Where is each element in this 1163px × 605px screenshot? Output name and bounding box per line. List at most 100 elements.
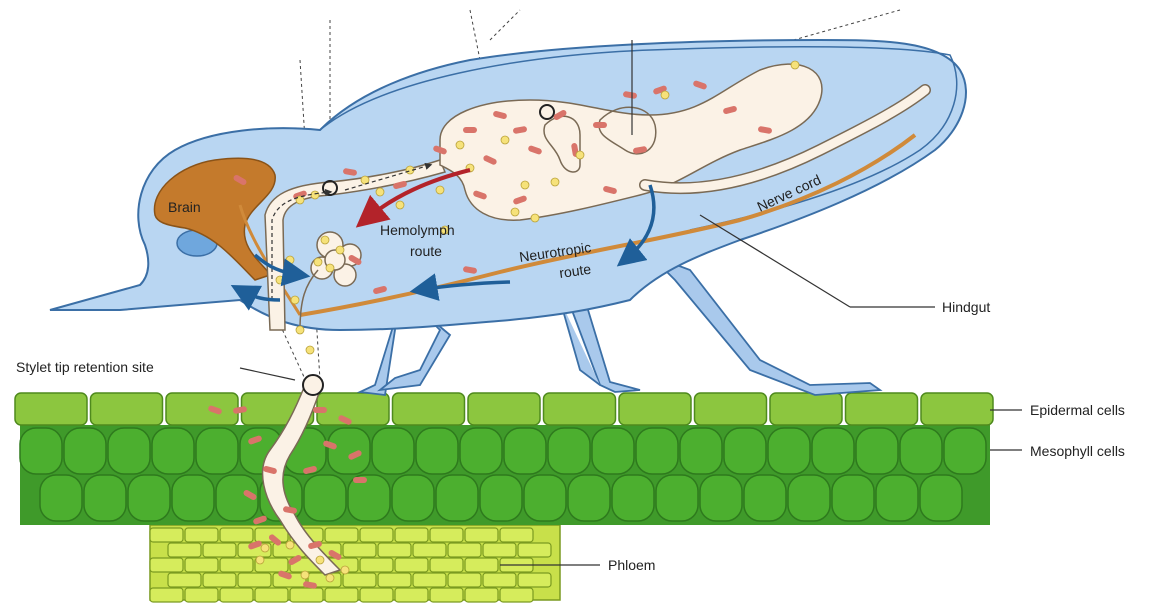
virus-rod xyxy=(593,122,607,128)
virus-particle xyxy=(306,346,314,354)
epidermal-cells-label: Epidermal cells xyxy=(1030,402,1125,418)
virus-particle xyxy=(501,136,509,144)
mesophyll-cell xyxy=(856,428,898,474)
mesophyll-cell xyxy=(196,428,238,474)
mesophyll-cell xyxy=(152,428,194,474)
mesophyll-cell xyxy=(524,475,566,521)
phloem-cell xyxy=(430,588,463,602)
virus-particle xyxy=(296,326,304,334)
phloem-cell xyxy=(343,573,376,587)
virus-particle xyxy=(291,296,299,304)
phloem-cell xyxy=(203,573,236,587)
phloem-cell xyxy=(483,543,516,557)
mesophyll-cell xyxy=(372,428,414,474)
phloem-cell xyxy=(465,528,498,542)
phloem-cell xyxy=(360,558,393,572)
virus-particle xyxy=(511,208,519,216)
phloem-cell xyxy=(430,558,463,572)
virus-particle xyxy=(531,214,539,222)
epidermal-cell xyxy=(393,393,465,425)
phloem-cell xyxy=(448,573,481,587)
mesophyll-cell xyxy=(128,475,170,521)
mesophyll-cell xyxy=(812,428,854,474)
virus-particle xyxy=(301,571,309,579)
epidermal-cell xyxy=(695,393,767,425)
mesophyll-layer xyxy=(20,425,990,525)
mesophyll-cell xyxy=(460,428,502,474)
filter-chamber-ring xyxy=(540,105,554,119)
virus-particle xyxy=(261,544,269,552)
phloem-cell xyxy=(500,588,533,602)
mesophyll-cell xyxy=(416,428,458,474)
hemolymph-route-label-2: route xyxy=(410,243,442,259)
virus-particle xyxy=(791,61,799,69)
hemolymph-route-label: Hemolymph xyxy=(380,222,455,238)
virus-particle xyxy=(456,141,464,149)
virus-particle xyxy=(521,181,529,189)
mesophyll-cell xyxy=(20,428,62,474)
phloem-tissue xyxy=(150,525,560,602)
brain-label: Brain xyxy=(168,199,201,215)
epidermal-cell xyxy=(468,393,540,425)
mesophyll-cell xyxy=(436,475,478,521)
phloem-cell xyxy=(483,573,516,587)
epidermal-cell xyxy=(544,393,616,425)
mesophyll-cell xyxy=(768,428,810,474)
mesophyll-cell xyxy=(656,475,698,521)
phloem-cell xyxy=(325,528,358,542)
virus-particle xyxy=(321,236,329,244)
stylet-tip-retention-site-label: Stylet tip retention site xyxy=(16,359,154,375)
phloem-cell xyxy=(150,528,183,542)
virus-particle xyxy=(276,276,284,284)
phloem-label: Phloem xyxy=(608,557,655,573)
mesophyll-cell xyxy=(920,475,962,521)
phloem-cell xyxy=(518,573,551,587)
phloem-cell xyxy=(290,588,323,602)
phloem-cell xyxy=(168,573,201,587)
phloem-cell xyxy=(185,528,218,542)
phloem-cell xyxy=(325,588,358,602)
phloem-cell xyxy=(378,573,411,587)
mesophyll-cell xyxy=(636,428,678,474)
epidermal-cell xyxy=(15,393,87,425)
virus-particle xyxy=(256,556,264,564)
phloem-cell xyxy=(220,588,253,602)
virus-particle xyxy=(286,541,294,549)
phloem-cell xyxy=(465,558,498,572)
mesophyll-cell xyxy=(788,475,830,521)
hindgut-label: Hindgut xyxy=(942,299,990,315)
phloem-cell xyxy=(448,543,481,557)
phloem-cell xyxy=(465,588,498,602)
mesophyll-cell xyxy=(548,428,590,474)
mesophyll-cell xyxy=(680,428,722,474)
virus-particle xyxy=(314,258,322,266)
mesophyll-cell xyxy=(108,428,150,474)
virus-particle xyxy=(326,264,334,272)
phloem-cell xyxy=(360,588,393,602)
phloem-cell xyxy=(395,558,428,572)
mesophyll-cell xyxy=(832,475,874,521)
mesophyll-cell xyxy=(724,428,766,474)
retention-site-ring xyxy=(303,375,323,395)
phloem-cell xyxy=(518,543,551,557)
epidermal-cell xyxy=(166,393,238,425)
virus-particle xyxy=(336,246,344,254)
virus-particle xyxy=(316,556,324,564)
phloem-cell xyxy=(395,528,428,542)
epidermal-cell xyxy=(921,393,993,425)
virus-rod xyxy=(463,127,477,133)
mesophyll-cell xyxy=(744,475,786,521)
phloem-cell xyxy=(343,543,376,557)
mesophyll-cell xyxy=(876,475,918,521)
mesophyll-cell xyxy=(392,475,434,521)
epidermal-layer xyxy=(15,393,993,425)
virus-particle xyxy=(341,566,349,574)
epidermal-cell xyxy=(619,393,691,425)
phloem-cell xyxy=(413,573,446,587)
mesophyll-cell xyxy=(40,475,82,521)
virus-particle xyxy=(436,186,444,194)
mesophyll-cell xyxy=(568,475,610,521)
phloem-cell xyxy=(220,558,253,572)
virus-particle xyxy=(286,256,294,264)
